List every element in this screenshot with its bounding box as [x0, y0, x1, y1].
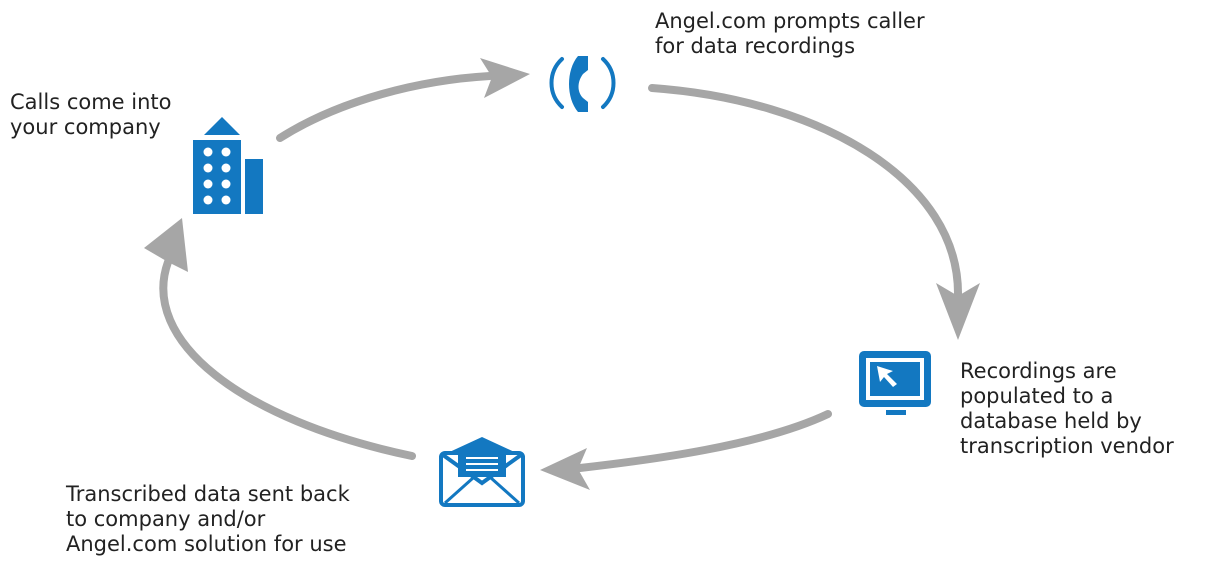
office-building-icon [193, 117, 263, 214]
computer-monitor-icon [859, 351, 931, 415]
step-label-transcribed-data: Transcribed data sent back to company an… [66, 482, 350, 556]
mouse-pointer-icon [877, 366, 897, 387]
arrow-phone-to-monitor [648, 84, 980, 340]
arrow-monitor-to-envelope [540, 410, 832, 490]
arrow-envelope-to-company [144, 218, 416, 460]
telephone-icon [549, 56, 616, 112]
arrow-company-to-phone [276, 58, 530, 142]
envelope-icon [439, 437, 525, 507]
step-label-recordings-database: Recordings are populated to a database h… [960, 359, 1174, 458]
step-label-prompts-caller: Angel.com prompts caller for data record… [655, 9, 925, 58]
step-label-calls-come-in: Calls come into your company [10, 90, 172, 139]
